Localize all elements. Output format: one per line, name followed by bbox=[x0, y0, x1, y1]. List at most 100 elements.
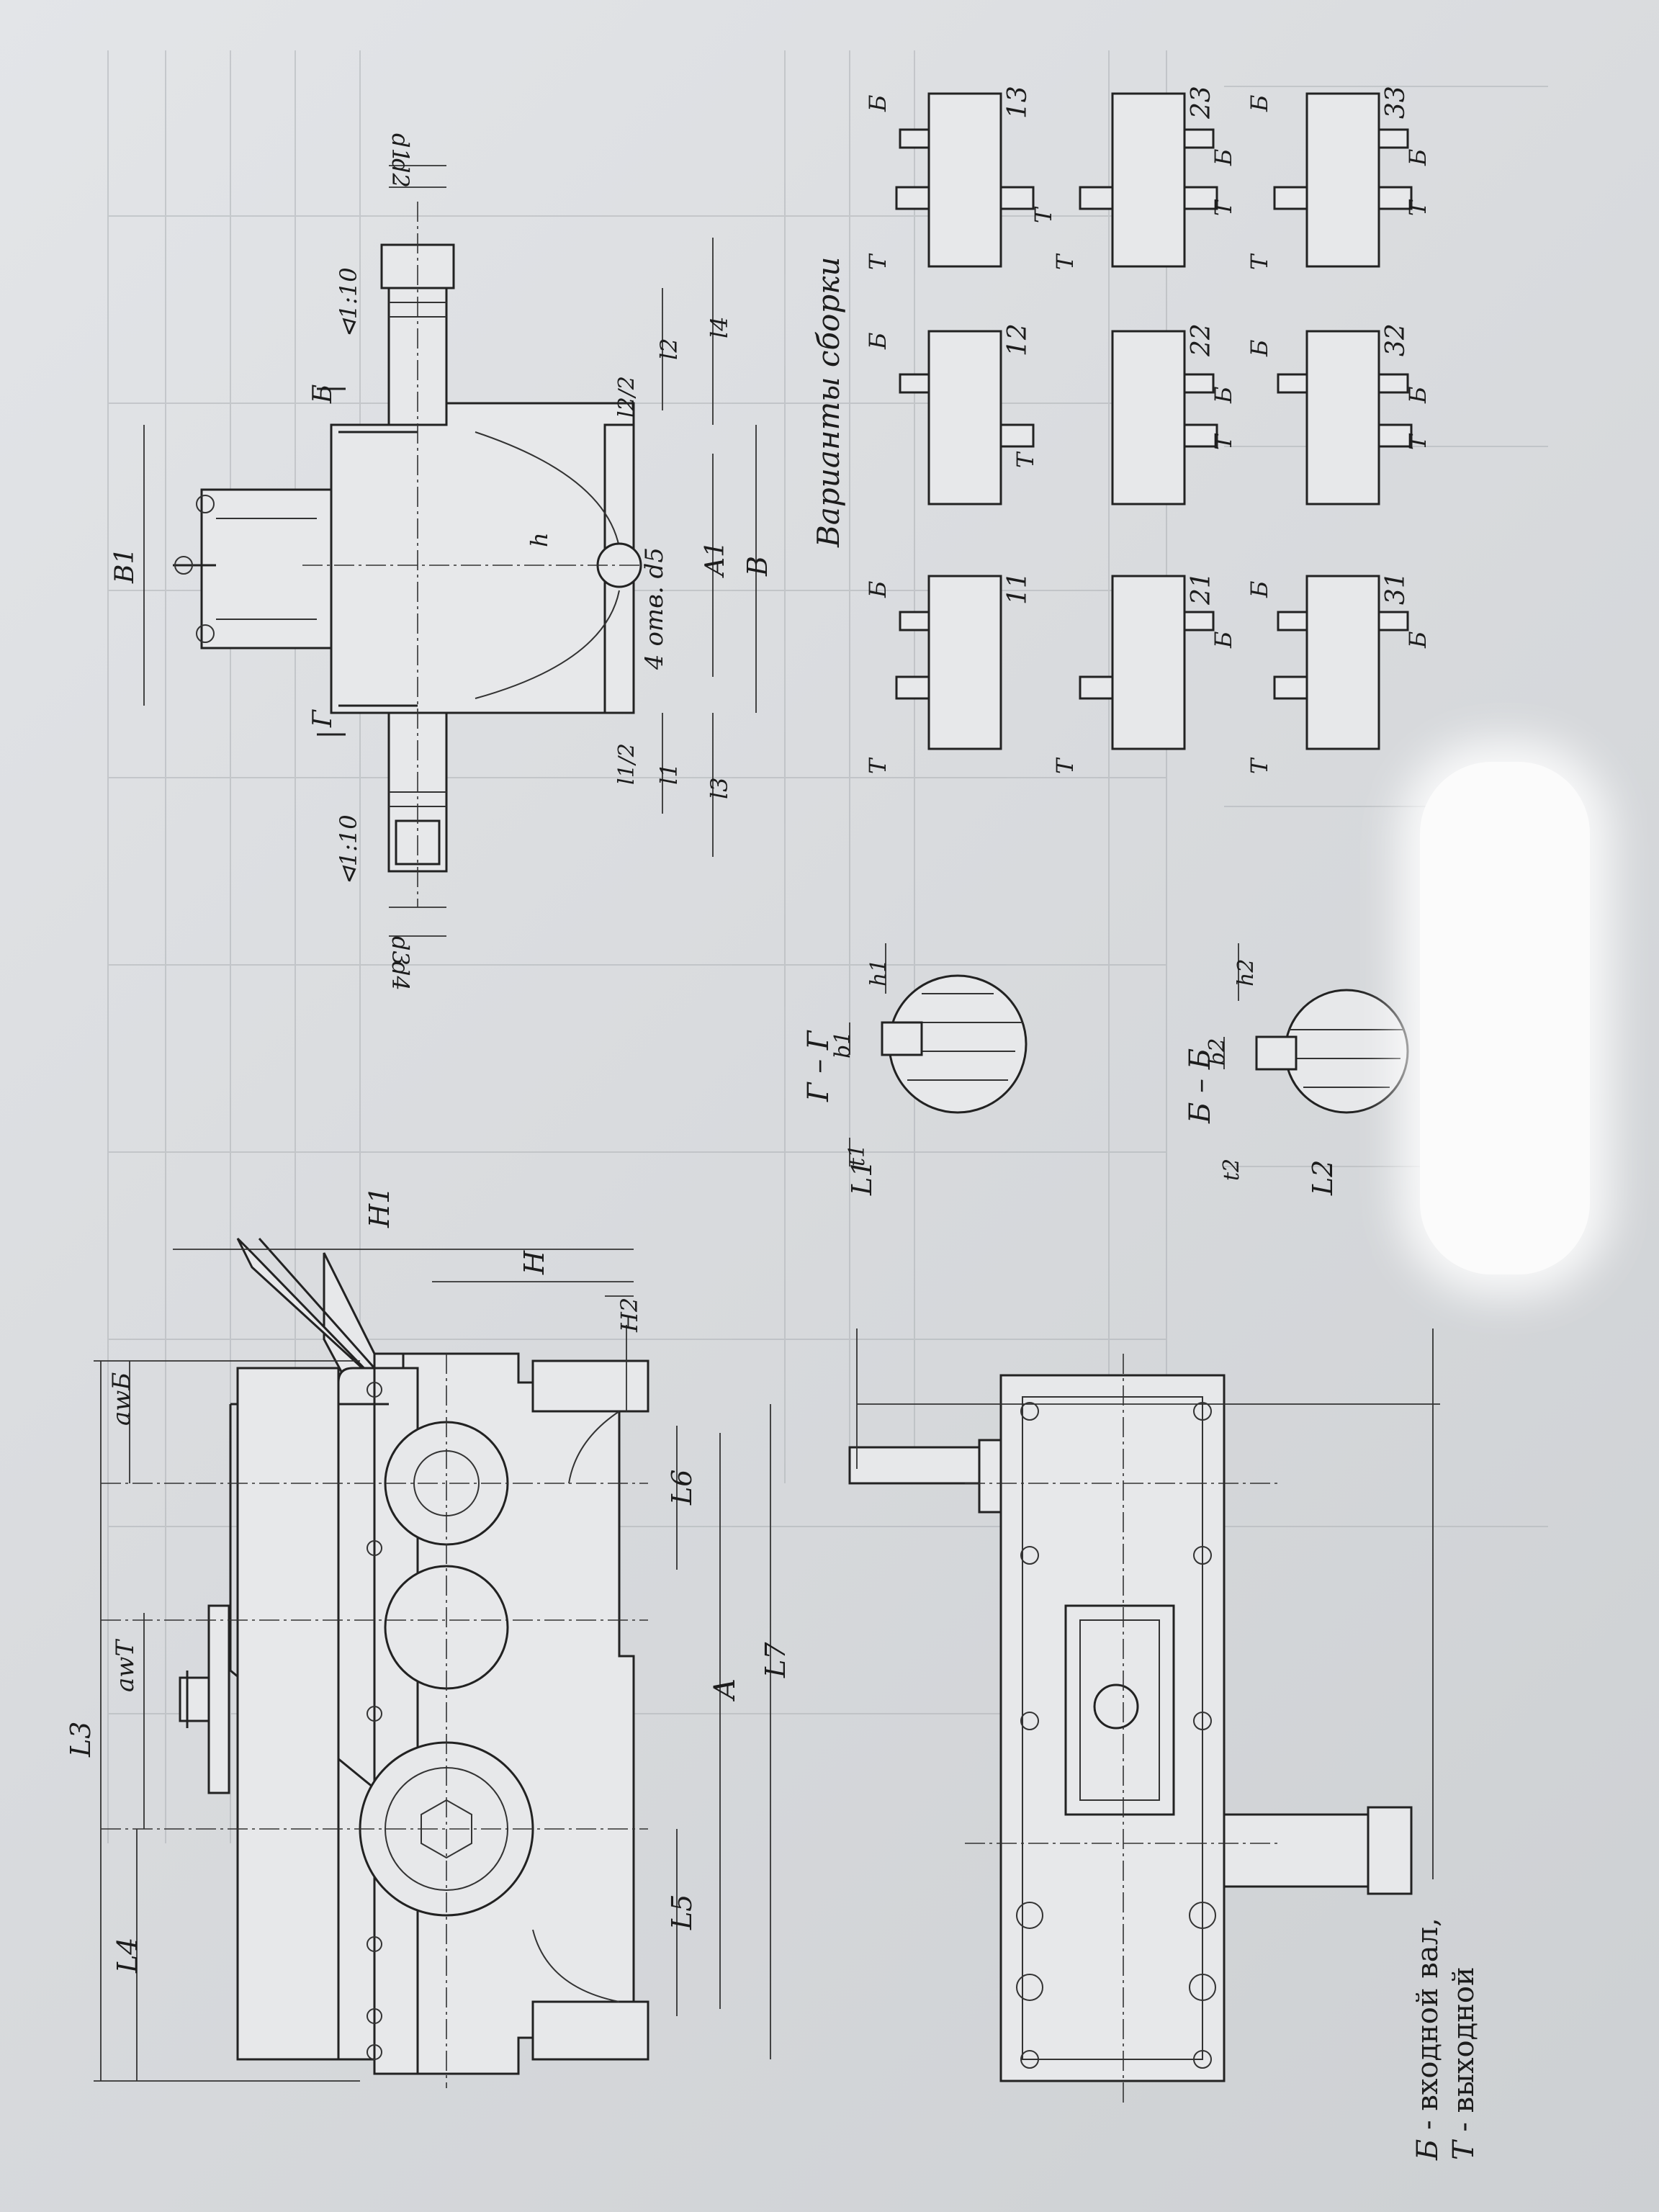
svg-text:11: 11 bbox=[1003, 572, 1033, 605]
variant-32-tag-T: Т bbox=[1404, 433, 1431, 450]
dim-L6: L6 bbox=[666, 1470, 698, 1506]
svg-text:21: 21 bbox=[1187, 572, 1216, 606]
svg-text:13: 13 bbox=[1003, 86, 1033, 119]
plan-input-shaft bbox=[848, 1446, 981, 1485]
inspection-cover bbox=[200, 488, 333, 649]
variant-21-tag-B: Б bbox=[1210, 631, 1237, 649]
dim-l4: l4 bbox=[706, 316, 733, 338]
front-view-dimensions bbox=[143, 165, 757, 937]
legend-output-text: - выходной bbox=[1447, 1966, 1480, 2141]
variant-11-tag-T: Т bbox=[864, 757, 891, 774]
variant-33-tag-T2: Т bbox=[1404, 199, 1431, 216]
variant-21-tag-T: Т bbox=[1051, 757, 1079, 774]
plan-flange bbox=[1022, 1396, 1203, 2060]
variant-13-tag-T: Т bbox=[864, 253, 891, 270]
variant-32-tag-B2: Б bbox=[1404, 386, 1431, 404]
dim-l1half: l1/2 bbox=[614, 743, 639, 785]
dim-H1: H1 bbox=[364, 1187, 395, 1228]
dim-L2: L2 bbox=[1307, 1160, 1339, 1196]
dim-b2: b2 bbox=[1205, 1038, 1230, 1066]
cover-body bbox=[337, 1367, 376, 2061]
variant-22: 22 bbox=[1111, 323, 1218, 505]
variant-13-tag-B: Б bbox=[864, 94, 891, 112]
dim-H2: H2 bbox=[616, 1298, 643, 1333]
legend-output-letter: Т bbox=[1447, 2141, 1480, 2160]
dim-l1: l1 bbox=[655, 763, 683, 785]
svg-text:32: 32 bbox=[1381, 323, 1411, 356]
svg-text:33: 33 bbox=[1381, 86, 1411, 119]
dim-h2: h2 bbox=[1233, 959, 1259, 986]
variant-21: 21 bbox=[1079, 572, 1216, 750]
legend-input-letter: Б bbox=[1411, 2139, 1444, 2160]
variant-11: 11 bbox=[895, 572, 1033, 750]
dim-d4: d4 bbox=[387, 961, 414, 991]
variant-31-tag-B2: Б bbox=[1404, 631, 1431, 649]
key-slot-G bbox=[881, 1021, 923, 1056]
legend-input: Б - входной вал, bbox=[1411, 1917, 1444, 2160]
variant-23: 23 bbox=[1079, 86, 1218, 268]
dim-A1: A1 bbox=[701, 541, 730, 578]
assembly-variants: Варианты сборки 11 12 13 21 bbox=[811, 86, 1431, 774]
variant-33-tag-B2: Б bbox=[1404, 148, 1431, 166]
dim-b1: b1 bbox=[830, 1031, 855, 1058]
output-nut bbox=[421, 1799, 472, 1859]
variant-12-tag-B: Б bbox=[864, 332, 891, 350]
svg-text:23: 23 bbox=[1187, 86, 1216, 120]
inspection-hatch bbox=[207, 1604, 230, 1794]
variant-22-tag-T: Т bbox=[1210, 433, 1237, 450]
dim-t2: t2 bbox=[1219, 1159, 1244, 1181]
glare-spot bbox=[1420, 762, 1590, 1274]
section-G-title: Г – Г bbox=[802, 1030, 835, 1102]
dim-H: H bbox=[518, 1250, 550, 1275]
section-B-title: Б – Б bbox=[1184, 1048, 1217, 1124]
dim-l2: l2 bbox=[655, 338, 683, 360]
foot-left bbox=[531, 1359, 649, 1413]
dim-awB: awБ bbox=[107, 1372, 136, 1426]
variant-31-tag-B: Б bbox=[1246, 580, 1273, 598]
dim-L4: L4 bbox=[112, 1938, 143, 1974]
dim-d2: d2 bbox=[387, 158, 414, 188]
section-arrow-G: Г bbox=[308, 709, 338, 728]
variant-12: 12 bbox=[899, 323, 1035, 505]
taper-output: ⊲1:10 bbox=[335, 267, 362, 338]
svg-text:31: 31 bbox=[1381, 572, 1411, 605]
variant-12-tag-T: Т bbox=[1012, 451, 1039, 468]
dim-awT: awT bbox=[111, 1639, 140, 1692]
dim-L3: L3 bbox=[65, 1722, 96, 1758]
variant-23-tag-T2: Т bbox=[1210, 199, 1237, 216]
section-B-B: Б – Б b2 h2 t2 bbox=[1184, 943, 1409, 1181]
svg-text:12: 12 bbox=[1003, 323, 1033, 356]
legend-input-text: - входной вал, bbox=[1411, 1917, 1444, 2139]
dim-d1: d1 bbox=[387, 133, 414, 163]
variant-23-tag-T: Т bbox=[1051, 253, 1079, 270]
dim-h: h bbox=[526, 532, 553, 547]
section-G-G: Г – Г b1 h1 t1 bbox=[802, 943, 1028, 1166]
dim-l3: l3 bbox=[706, 777, 733, 799]
variant-33-tag-B: Б bbox=[1246, 94, 1273, 112]
dim-A: A bbox=[709, 1678, 742, 1702]
variant-33-tag-T: Т bbox=[1246, 253, 1273, 270]
dim-B1: B1 bbox=[110, 548, 140, 584]
side-view-dimensions bbox=[94, 1249, 771, 2082]
cover-main bbox=[236, 1367, 340, 2061]
dim-l2half: l2/2 bbox=[614, 376, 639, 418]
breather bbox=[179, 1676, 210, 1722]
key-slot-B bbox=[1255, 1035, 1298, 1071]
taper-input: ⊲1:10 bbox=[335, 814, 362, 886]
plan-view: L1 L2 bbox=[846, 1160, 1440, 2103]
variant-33: 33 bbox=[1273, 86, 1413, 268]
plan-breather bbox=[1093, 1683, 1139, 1730]
variant-31-tag-T: Т bbox=[1246, 757, 1273, 774]
svg-text:22: 22 bbox=[1187, 323, 1216, 357]
variant-13: 13 bbox=[895, 86, 1035, 268]
variant-11-tag-B: Б bbox=[864, 580, 891, 598]
section-arrow-B: Б bbox=[308, 385, 338, 404]
variant-23-tag-B: Б bbox=[1210, 148, 1237, 166]
dim-L1: L1 bbox=[846, 1160, 878, 1196]
variant-31: 31 bbox=[1273, 572, 1411, 750]
assembly-title: Варианты сборки bbox=[811, 257, 846, 548]
dim-holes: 4 отв. d5 bbox=[640, 547, 669, 670]
variant-32-tag-B: Б bbox=[1246, 339, 1273, 357]
